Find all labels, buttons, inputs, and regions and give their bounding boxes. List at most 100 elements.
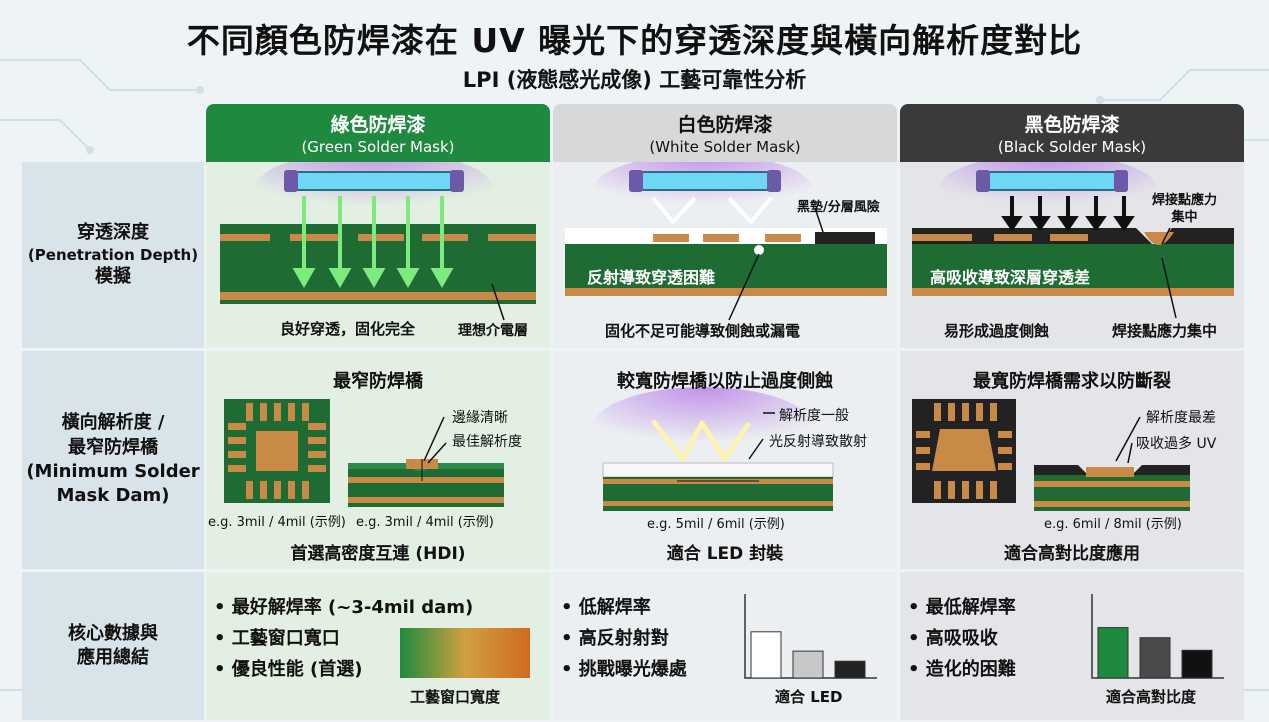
resolution-footer: 適合高對比度應用 bbox=[1004, 544, 1140, 564]
example-spec: e.g. 5mil / 6mil (示例) bbox=[647, 517, 785, 532]
wide-dam-cross-section bbox=[1034, 465, 1190, 511]
summary-bullet: 挑戰曝光爆處 bbox=[561, 654, 687, 685]
page-subtitle: LPI (液態感光成像) 工藝可靠性分析 bbox=[462, 68, 807, 92]
callout-resolution: 解析度一般 bbox=[779, 408, 849, 424]
column-subtitle: (White Solder Mask) bbox=[649, 138, 801, 156]
callout-scatter: 光反射導致散射 bbox=[769, 434, 867, 450]
callout-resolution: 解析度最差 bbox=[1146, 410, 1216, 426]
uv-lamp-icon bbox=[976, 170, 1128, 192]
summary-bullet: 高反射射對 bbox=[561, 623, 687, 654]
summary-bullet: 高吸吸收 bbox=[908, 623, 1016, 654]
stress-label-line: 焊接點應力 bbox=[1152, 193, 1218, 208]
row-label-line: (Minimum Solder bbox=[26, 461, 200, 482]
bottom-label-1: 易形成過度側蝕 bbox=[944, 322, 1050, 340]
bga-pad-icon bbox=[224, 399, 330, 503]
scatter-arrows bbox=[651, 419, 752, 464]
summary-bullet: 低解焊率 bbox=[561, 592, 687, 623]
chart-label: 適合 LED bbox=[775, 688, 843, 706]
row-label-line: 核心數據與 bbox=[68, 622, 158, 644]
summary-bullet: 最好解焊率 (~3-4mil dam) bbox=[214, 592, 473, 623]
bga-pad-black-icon bbox=[912, 399, 1016, 503]
summary-black-cell: 最低解焊率 高吸吸收 造化的困難 適合高對比度 bbox=[900, 572, 1244, 720]
example-spec: e.g. 6mil / 8mil (示例) bbox=[1044, 517, 1182, 532]
resolution-heading: 較寬防焊橋以防止過度側蝕 bbox=[617, 371, 833, 392]
callout-edge: 邊緣清晰 bbox=[452, 410, 508, 426]
row-label-line: 應用總結 bbox=[77, 647, 149, 668]
summary-bullet: 最低解焊率 bbox=[908, 592, 1016, 623]
uv-absorption-arrows bbox=[1001, 196, 1135, 232]
row-label-line: 穿透深度 bbox=[77, 221, 149, 243]
summary-bullets: 最好解焊率 (~3-4mil dam) 工藝窗口寬口 優良性能 (首選) bbox=[214, 592, 473, 685]
summary-bullets: 低解焊率 高反射射對 挑戰曝光爆處 bbox=[561, 592, 687, 685]
uv-lamp-icon bbox=[629, 170, 781, 192]
page-title: 不同顏色防焊漆在 UV 曝光下的穿透深度與橫向解析度對比 bbox=[186, 21, 1083, 60]
contrast-suitability-chart bbox=[1091, 594, 1224, 679]
process-window-gradient-bar bbox=[400, 628, 530, 678]
example-spec: e.g. 3mil / 4mil (示例) bbox=[208, 515, 346, 530]
reflection-arrows bbox=[651, 196, 773, 226]
column-subtitle: (Green Solder Mask) bbox=[301, 138, 455, 156]
column-header-green: 綠色防焊漆 (Green Solder Mask) bbox=[206, 104, 550, 162]
column-subtitle: (Black Solder Mask) bbox=[997, 138, 1147, 156]
row-label-penetration: 穿透深度 (Penetration Depth) 模擬 bbox=[22, 162, 204, 348]
inner-label: 高吸收導致深層穿透差 bbox=[930, 268, 1091, 287]
penetration-green-diagram bbox=[220, 162, 536, 321]
process-window-label: 工藝窗口寬度 bbox=[410, 688, 501, 706]
resolution-heading: 最窄防焊橋 bbox=[333, 371, 423, 392]
led-suitability-chart bbox=[744, 594, 877, 679]
summary-bullet: 工藝窗口寬口 bbox=[214, 623, 473, 654]
row-label-line: (Penetration Depth) bbox=[27, 245, 199, 264]
risk-label: 黑墊/分層風險 bbox=[797, 200, 880, 215]
bottom-label: 固化不足可能導致側蝕或漏電 bbox=[605, 322, 801, 340]
dielectric-label: 理想介電層 bbox=[458, 323, 528, 339]
penetration-white-diagram bbox=[565, 162, 887, 321]
chart-bar-黑色 bbox=[834, 660, 866, 679]
chart-bar-黑色 bbox=[1181, 649, 1213, 679]
penetration-black-diagram bbox=[912, 162, 1234, 319]
resolution-white-cell: 較寬防焊橋以防止過度側蝕 解析度一般 光反射導致散射 e.g. 5mil / 6… bbox=[553, 351, 897, 569]
narrow-dam-cross-section bbox=[348, 459, 504, 507]
resolution-black-cell: 最寬防焊橋需求以防斷裂 解析度最差 吸收過多 UV e.g. 6mil / 8m… bbox=[900, 351, 1244, 569]
uv-penetration-arrows bbox=[292, 196, 454, 289]
row-label-line: 最窄防焊橋 bbox=[68, 436, 158, 458]
penetration-label: 良好穿透，固化完全 bbox=[280, 320, 416, 338]
column-header-black: 黑色防焊漆 (Black Solder Mask) bbox=[900, 104, 1244, 162]
column-title: 白色防焊漆 bbox=[677, 114, 773, 136]
summary-bullet: 優良性能 (首選) bbox=[214, 654, 473, 685]
summary-bullets: 最低解焊率 高吸吸收 造化的困難 bbox=[908, 592, 1016, 685]
penetration-black-cell: 焊接點應力 集中 高吸收導致深層穿透差 易形成過度側蝕 焊接點應力集中 bbox=[900, 162, 1244, 348]
uv-lamp-icon bbox=[284, 170, 464, 192]
stress-label-line: 集中 bbox=[1171, 210, 1198, 225]
resolution-white-diagram bbox=[593, 387, 834, 511]
summary-bullet: 造化的困難 bbox=[908, 654, 1016, 685]
chart-bar-綠色 bbox=[1097, 627, 1129, 679]
bottom-label-2: 焊接點應力集中 bbox=[1112, 322, 1218, 340]
resolution-heading: 最寬防焊橋需求以防斷裂 bbox=[973, 371, 1171, 392]
example-spec: e.g. 3mil / 4mil (示例) bbox=[356, 515, 494, 530]
summary-white-cell: 低解焊率 高反射射對 挑戰曝光爆處 適合 LED bbox=[553, 572, 897, 720]
penetration-green-cell: 良好穿透，固化完全 理想介電層 bbox=[206, 162, 550, 348]
column-title: 黑色防焊漆 bbox=[1024, 114, 1120, 136]
inner-label: 反射導致穿透困難 bbox=[587, 268, 716, 287]
callout-absorption: 吸收過多 UV bbox=[1136, 436, 1217, 452]
penetration-white-cell: 黑墊/分層風險 反射導致穿透困難 固化不足可能導致側蝕或漏電 bbox=[553, 162, 897, 348]
chart-bar-灰色 bbox=[792, 650, 824, 679]
callout-resolution: 最佳解析度 bbox=[452, 434, 522, 450]
resolution-footer: 適合 LED 封裝 bbox=[666, 544, 784, 564]
chart-bar-灰色 bbox=[1139, 637, 1171, 679]
chart-label: 適合高對比度 bbox=[1106, 688, 1197, 706]
resolution-green-cell: 最窄防焊橋 邊緣清晰 最佳解析度 e.g. 3mil / 4mil (示例) e… bbox=[206, 351, 550, 569]
chart-axis bbox=[1091, 594, 1224, 679]
column-title: 綠色防焊漆 bbox=[330, 114, 426, 136]
stress-label: 焊接點應力 集中 bbox=[1152, 192, 1217, 226]
resolution-black-diagram bbox=[912, 399, 1190, 511]
chart-bar-白色 bbox=[750, 631, 782, 679]
summary-green-cell: 最好解焊率 (~3-4mil dam) 工藝窗口寬口 優良性能 (首選) 工藝窗… bbox=[206, 572, 550, 720]
row-label-line: 模擬 bbox=[95, 266, 131, 288]
chart-axis bbox=[744, 594, 877, 679]
row-label-resolution: 橫向解析度 / 最窄防焊橋 (Minimum Solder Mask Dam) bbox=[22, 351, 204, 569]
column-header-white: 白色防焊漆 (White Solder Mask) bbox=[553, 104, 897, 162]
row-label-line: 橫向解析度 / bbox=[61, 412, 165, 434]
resolution-footer: 首選高密度互連 (HDI) bbox=[290, 544, 466, 564]
row-label-line: Mask Dam) bbox=[56, 485, 170, 507]
